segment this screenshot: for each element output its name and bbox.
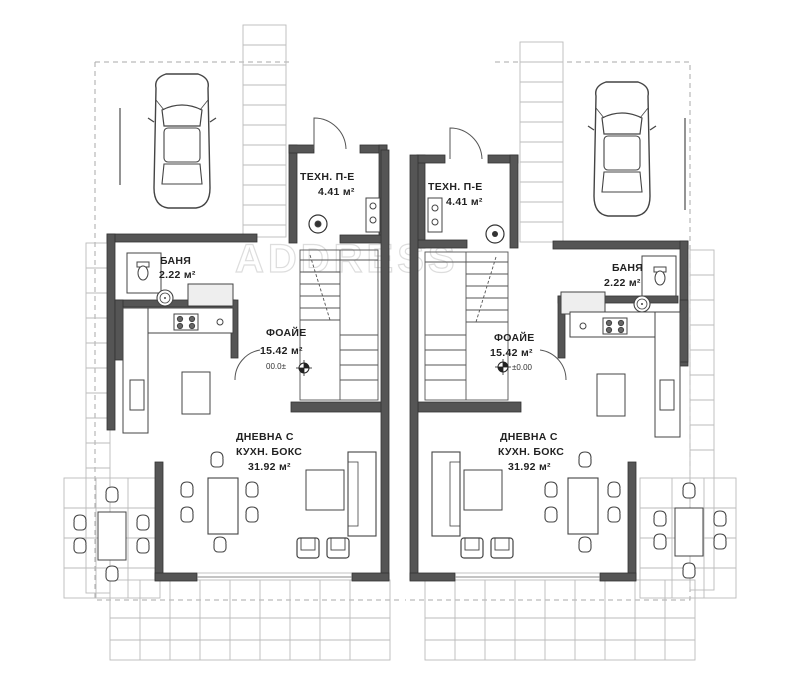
kitchen-left [122,307,234,434]
chair-icon [544,481,558,498]
walls-right [409,154,689,582]
chair-icon [607,481,621,498]
toilet-icon [136,261,150,281]
chair-icon [544,506,558,523]
chair-icon [578,536,592,553]
appliance [427,197,443,233]
armchair-icon [296,537,320,559]
bathroom-fixtures-left [126,252,234,307]
appliance [365,197,381,233]
stairs-left [299,249,379,401]
car-icon [587,81,657,217]
terrace-furniture-left [73,486,150,582]
foyer-name-left: ФОАЙЕ [266,326,307,339]
terrace-right [639,477,737,599]
chair-icon [136,514,150,531]
bathroom-name-right: БАНЯ [612,262,643,274]
paving-side-right [689,249,715,591]
chair-icon [73,514,87,531]
boiler-icon [485,224,505,244]
chair-icon [682,482,696,499]
chair-icon [105,486,119,503]
car-icon [147,73,217,209]
paving-strip-right [519,41,564,243]
chair-icon [578,451,592,468]
chair-icon [180,506,194,523]
stove-icon [173,313,199,331]
living-area-right: 31.92 м² [508,461,551,473]
chair-icon [180,481,194,498]
chair-icon [653,510,667,527]
tech-room-name-right: ТЕХН. П-Е [428,181,483,193]
site-boundary-left [94,61,400,601]
living-name-line1-right: ДНЕВНА С [500,431,558,443]
foyer-area-left: 15.42 м² [260,345,303,357]
foyer-area-right: 15.42 м² [490,347,533,359]
sink-icon [633,295,651,313]
tech-room-area-right: 4.41 м² [446,196,483,208]
tech-room-name-left: ТЕХН. П-Е [300,171,355,183]
chair-icon [713,533,727,550]
chair-icon [210,451,224,468]
chair-icon [213,536,227,553]
bathroom-area-left: 2.22 м² [159,269,196,281]
living-name-line1-left: ДНЕВНА С [236,431,294,443]
bathroom-area-right: 2.22 м² [604,277,641,289]
sofa-right [431,451,514,559]
toilet-icon [653,266,667,286]
paving-bottom-left [109,579,391,661]
level-marker-icon [295,359,313,377]
armchair-icon [490,537,514,559]
stairs-right [424,251,509,401]
bathroom-fixtures-right [560,255,677,315]
bathroom-name-left: БАНЯ [160,255,191,267]
terrace-furniture-right [653,482,727,579]
chair-icon [105,565,119,582]
stove-icon [602,317,628,335]
paving-strip-left [242,24,287,238]
living-area-left: 31.92 м² [248,461,291,473]
floor-level-left: 00.0± [266,362,287,371]
foyer-name-right: ФОАЙЕ [494,331,535,344]
chair-icon [245,506,259,523]
kitchen-right [569,311,681,438]
kitchen-island [596,373,626,417]
chair-icon [136,537,150,554]
dining-set-left [180,451,259,553]
floor-level-right: ±0.00 [512,363,533,372]
living-name-line2-right: КУХН. БОКС [498,446,564,458]
level-marker-icon [494,358,512,376]
armchair-icon [460,537,484,559]
chair-icon [653,533,667,550]
boiler-icon [308,214,328,234]
sofa-left [296,451,377,559]
kitchen-island [181,371,211,415]
paving-bottom-right [424,579,696,661]
sink-icon [156,289,174,307]
dining-set-right [544,451,621,553]
chair-icon [607,506,621,523]
chair-icon [245,481,259,498]
chair-icon [73,537,87,554]
chair-icon [682,562,696,579]
tech-room-area-left: 4.41 м² [318,186,355,198]
walls-left [106,144,390,582]
chair-icon [713,510,727,527]
living-name-line2-left: КУХН. БОКС [236,446,302,458]
armchair-icon [326,537,350,559]
